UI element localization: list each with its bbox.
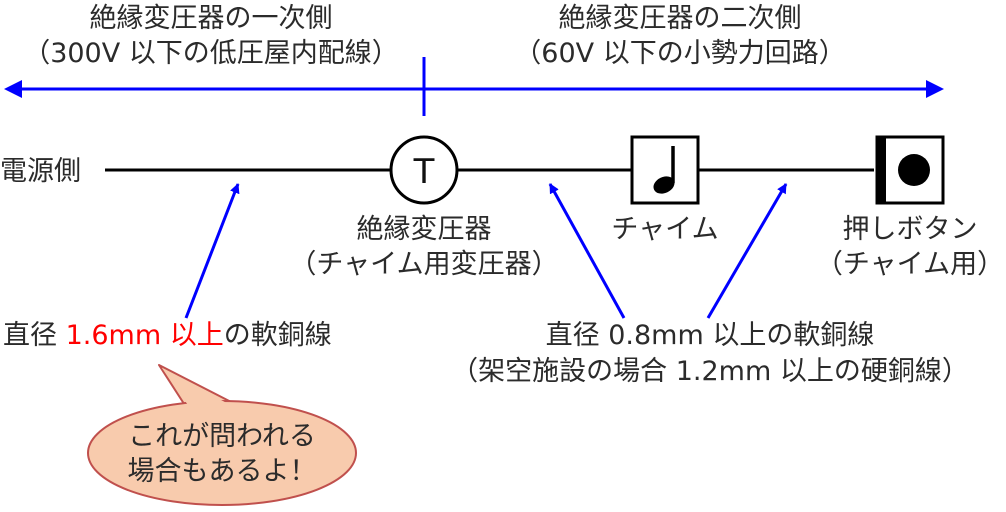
transformer-symbol: T [389, 135, 459, 205]
primary-wire-note-suffix: の軟銅線 [224, 320, 332, 351]
chime-label: チャイム [611, 214, 718, 245]
chime-symbol [630, 135, 700, 205]
transformer-letter: T [413, 152, 435, 192]
callout-text-line1: これが問われる [128, 421, 316, 452]
transformer-sublabel: （チャイム用変圧器） [289, 249, 558, 280]
push-button-label: 押しボタン [843, 214, 978, 245]
button-dot-icon [898, 154, 930, 186]
primary-side-subtitle: （300V 以下の低圧屋内配線） [23, 38, 399, 69]
source-side-label: 電源側 [0, 156, 81, 187]
secondary-side-subtitle: （60V 以下の小勢力回路） [514, 38, 845, 69]
transformer-label: 絶縁変圧器 [357, 214, 492, 245]
secondary-wire-note-sub: （架空施設の場合 1.2mm 以上の硬銅線） [451, 356, 969, 387]
primary-wire-pointer-arrow [184, 183, 240, 319]
primary-wire-note-prefix: 直径 [3, 320, 66, 351]
secondary-wire-pointer-arrow-right [706, 183, 788, 319]
primary-side-title: 絶縁変圧器の一次側 [90, 3, 333, 34]
callout-text-line2: 場合もあるよ！ [128, 456, 317, 487]
range-arrow [4, 57, 944, 116]
secondary-wire-note: 直径 0.8mm 以上の軟銅線 [546, 320, 875, 351]
music-note-icon [653, 146, 675, 194]
callout-bubble: これが問われる 場合もあるよ！ [87, 364, 357, 506]
primary-wire-note: 直径 1.6mm 以上の軟銅線 [3, 320, 332, 351]
primary-wire-note-highlight: 1.6mm 以上 [66, 320, 224, 351]
range-arrow-right-head [926, 80, 944, 98]
push-button-symbol [875, 135, 945, 205]
range-arrow-left-head [4, 80, 22, 98]
secondary-side-title: 絶縁変圧器の二次側 [559, 3, 802, 34]
push-button-sublabel: （チャイム用） [816, 249, 1004, 280]
secondary-wire-pointer-arrow-left [548, 183, 626, 319]
